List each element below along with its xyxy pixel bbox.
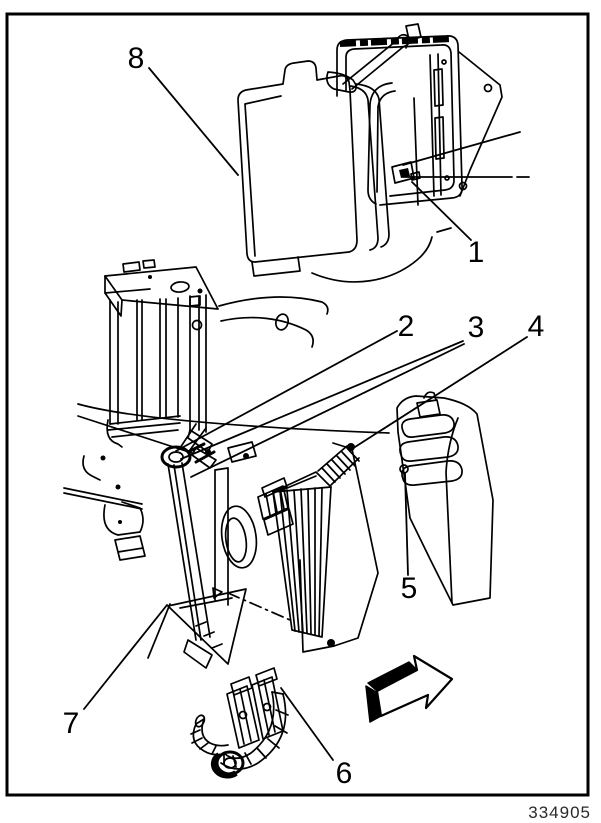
leader-1 [411,181,472,241]
connector-bolt [391,161,421,184]
mounting-bracket-cluster [147,423,291,669]
callout-2: 2 [398,310,415,343]
direction-arrow-icon [365,654,454,723]
mounting-plate [458,51,503,197]
leader-3 [180,340,465,478]
callout-1: 1 [468,236,485,269]
leader-7 [83,604,168,710]
radiator-support [63,259,390,561]
pcm-mounting-plate [332,442,379,647]
callout-7: 7 [63,707,80,740]
pcm-module [257,442,379,653]
access-cover [396,391,494,606]
plate-bolt [327,639,335,647]
figure-number: 334905 [528,803,591,822]
callout-labels: 1 2 3 4 5 6 7 8 [63,42,545,790]
leader-5 [404,472,409,576]
retaining-strap [326,23,422,93]
callout-6: 6 [336,757,353,790]
callout-4: 4 [528,310,545,343]
leader-2 [175,330,398,452]
leader-lines [83,67,530,761]
plate-hole [483,83,493,93]
wiring-harness [190,667,289,779]
callout-8: 8 [128,42,145,75]
triangle-bracket [167,588,247,665]
callout-5: 5 [401,572,418,605]
plate-hole [458,181,468,191]
latch-pin [399,464,409,474]
leader-8 [148,67,239,176]
leader-4 [354,336,528,448]
diagram-frame [5,12,590,797]
module-cover [237,60,390,277]
leader-6 [280,687,334,761]
leader-1-upper [402,131,521,166]
callout-3: 3 [468,311,485,344]
pcm-connectors [257,477,294,536]
module-assembly [237,23,503,283]
